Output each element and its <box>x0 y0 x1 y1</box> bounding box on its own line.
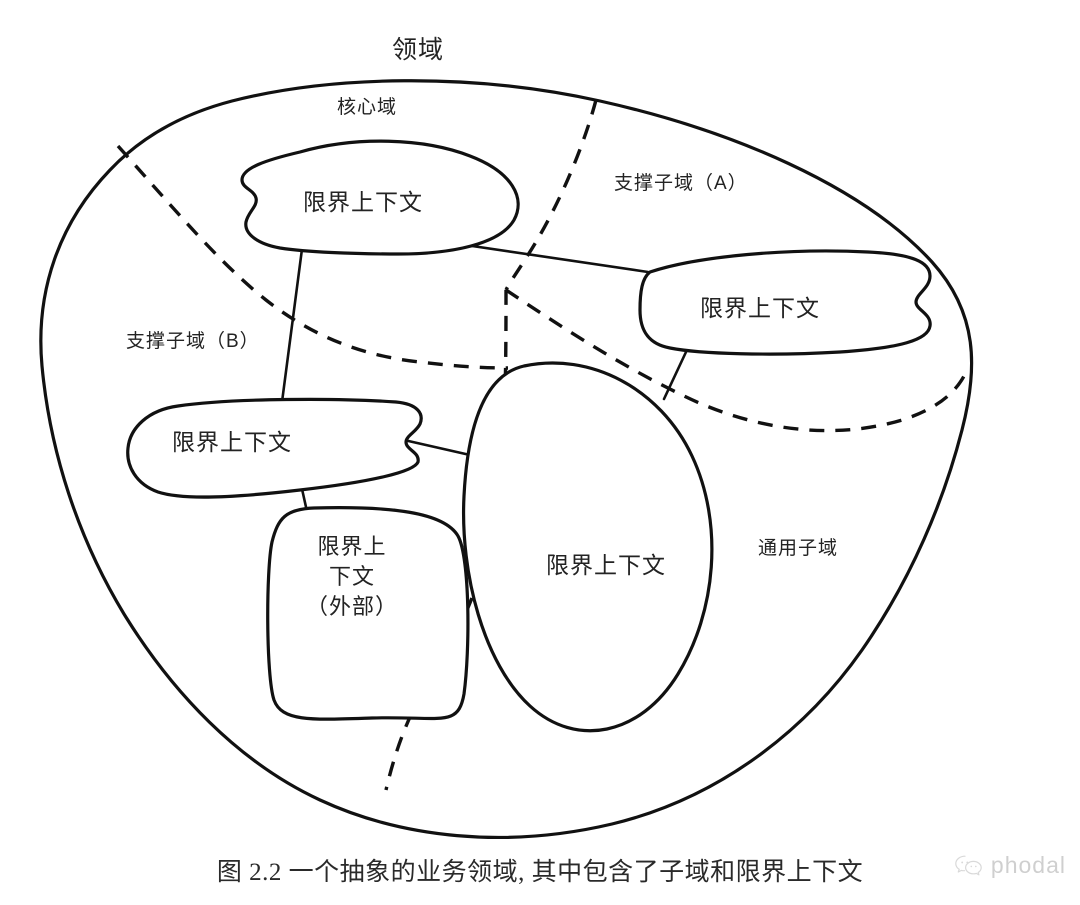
watermark: phodal <box>954 852 1066 879</box>
divider-core-supporting-b <box>116 144 509 370</box>
bc-external-shape[interactable] <box>266 506 470 721</box>
region-label-supporting-a: 支撑子域（A） <box>614 173 748 194</box>
bc-center-label: 限界上下文 <box>546 552 666 578</box>
region-label-core-domain: 核心域 <box>337 97 398 118</box>
bc-external-label: 限界上 下文 （外部） <box>292 532 412 622</box>
bc-external-label-line1: 限界上 <box>317 534 387 559</box>
bc-top-shape[interactable] <box>240 139 520 256</box>
connector-top-to-left <box>280 247 304 404</box>
bc-top-label: 限界上下文 <box>303 189 423 215</box>
bc-right-label: 限界上下文 <box>700 295 820 321</box>
connector-left-to-center <box>402 438 472 457</box>
bc-left-label: 限界上下文 <box>172 429 292 455</box>
connector-right-to-center <box>662 350 688 401</box>
connector-top-to-right <box>450 241 650 274</box>
watermark-text: phodal <box>990 852 1066 878</box>
page-title: 领域 <box>392 36 445 64</box>
divider-generic-subdomain <box>505 288 968 433</box>
region-label-generic-subdomain: 通用子域 <box>758 538 839 559</box>
region-label-supporting-b: 支撑子域（B） <box>126 331 260 352</box>
bc-center-shape[interactable] <box>461 361 714 733</box>
figure-caption: 图 2.2 一个抽象的业务领域, 其中包含了子域和限界上下文 <box>216 859 864 886</box>
bc-external-label-line3: （外部） <box>305 594 398 619</box>
wechat-icon <box>955 855 982 875</box>
bc-external-label-line2: 下文 <box>328 564 375 589</box>
divider-core-supporting-a <box>504 99 598 291</box>
bc-right-shape[interactable] <box>638 249 932 356</box>
bc-left-shape[interactable] <box>126 397 423 499</box>
